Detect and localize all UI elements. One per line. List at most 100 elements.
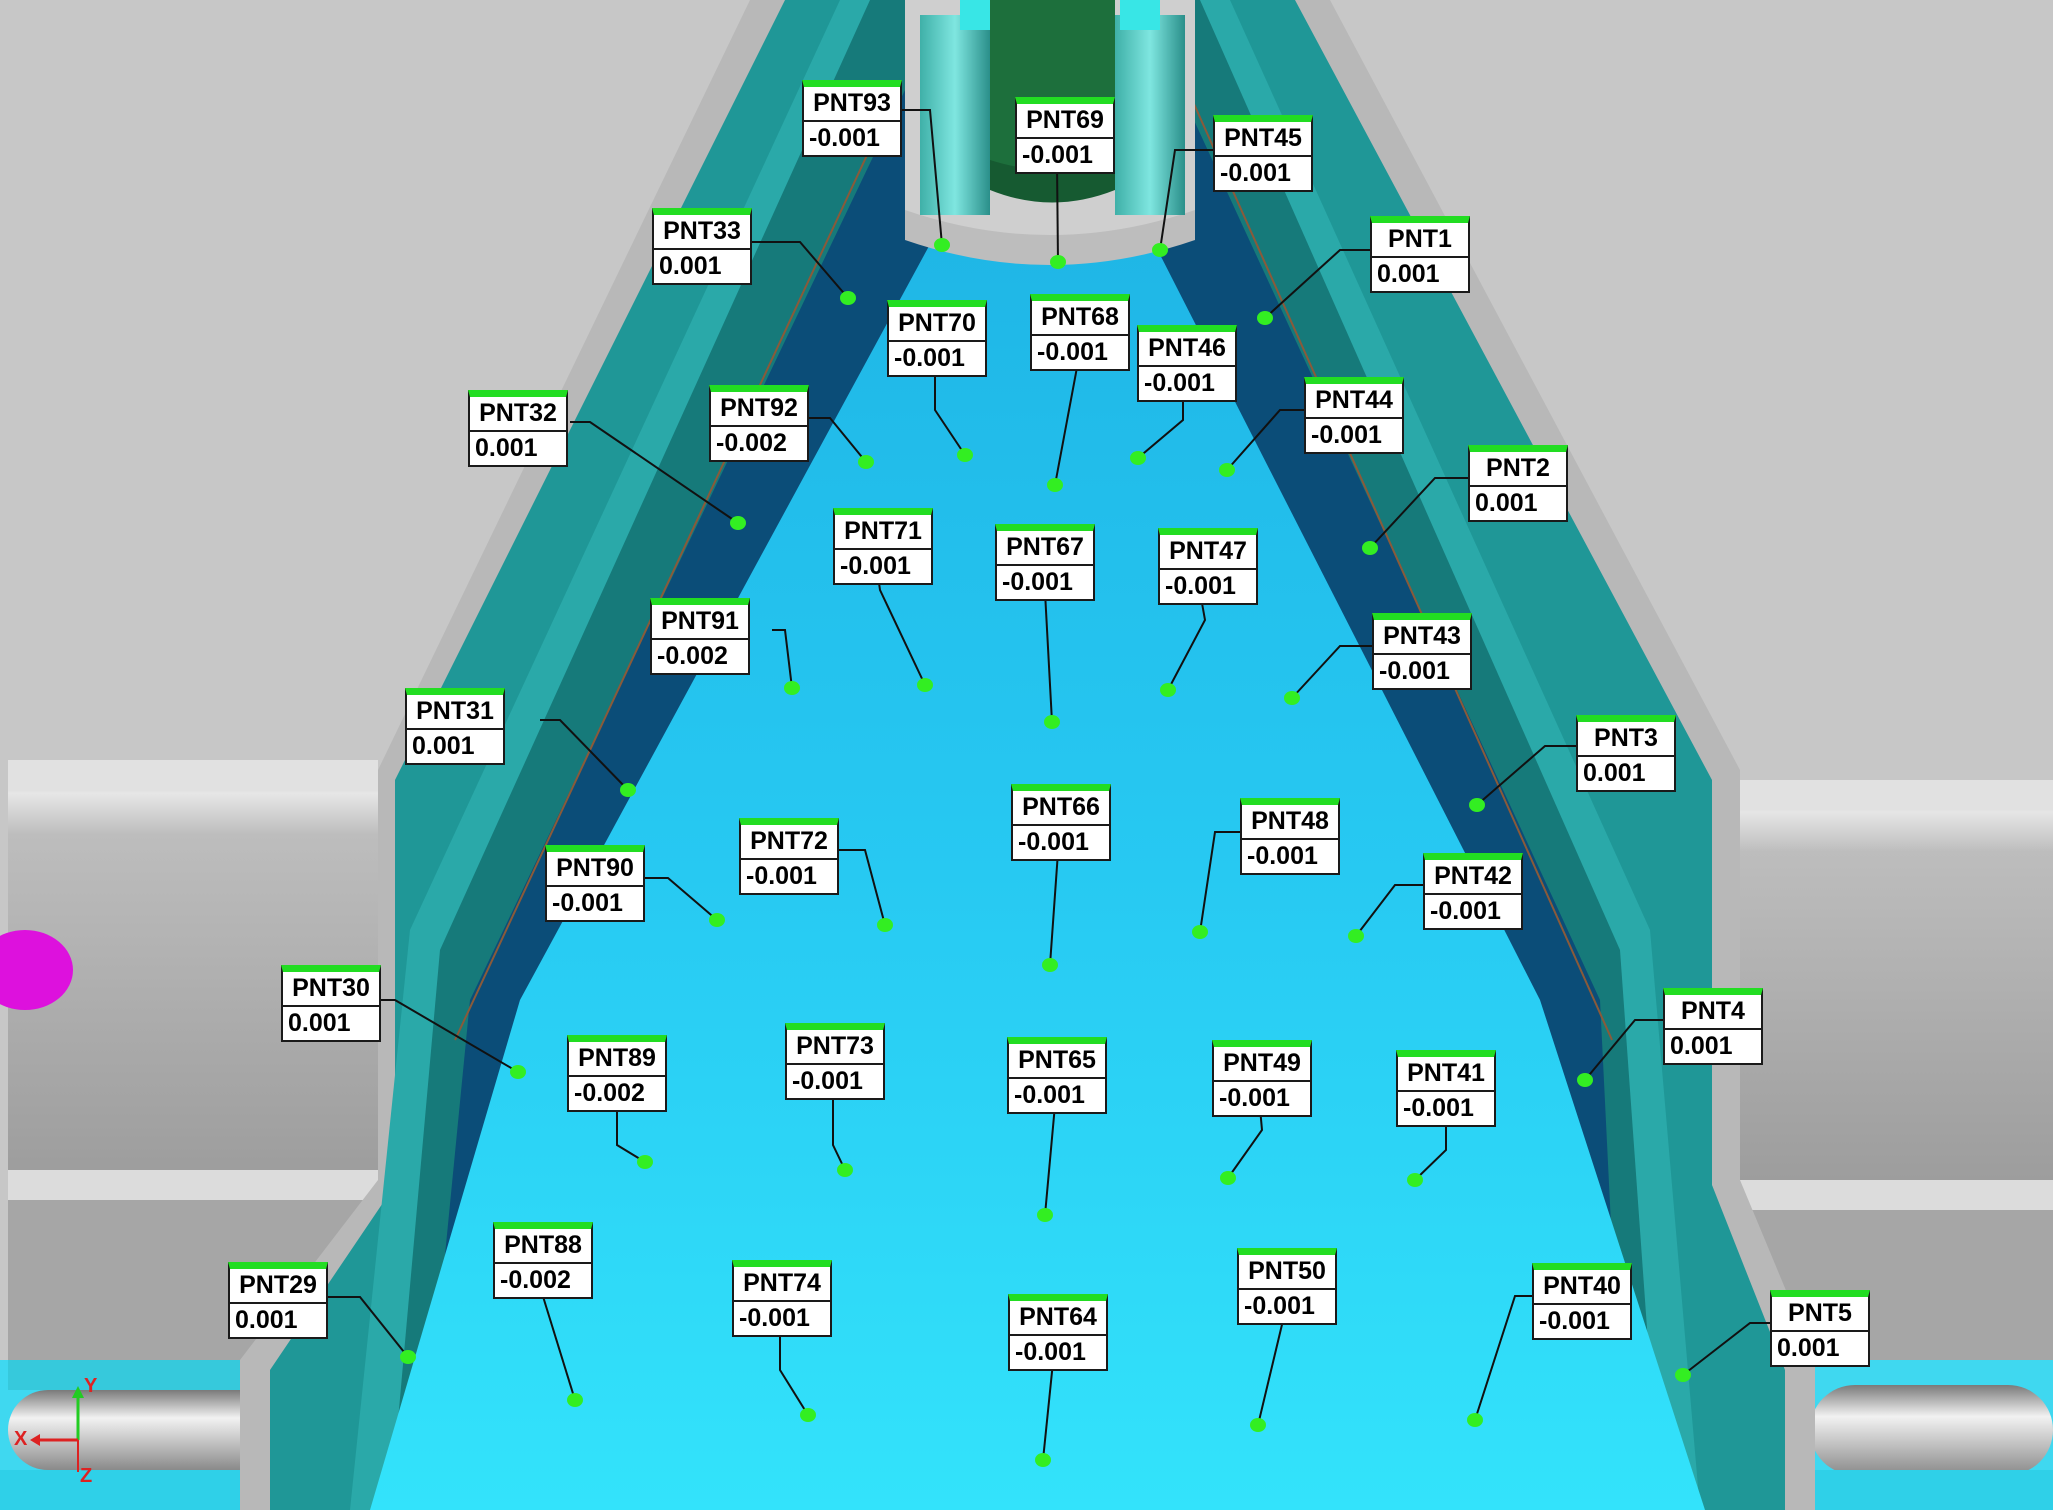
point-callout[interactable]: PNT69-0.001	[1015, 97, 1115, 174]
measurement-point-marker[interactable]	[1130, 451, 1146, 465]
point-callout[interactable]: PNT93-0.001	[802, 80, 902, 157]
measurement-point-marker[interactable]	[840, 291, 856, 305]
measurement-point-marker[interactable]	[1050, 255, 1066, 269]
point-callout[interactable]: PNT73-0.001	[785, 1023, 885, 1100]
point-callout[interactable]: PNT64-0.001	[1008, 1294, 1108, 1371]
leader-line	[1682, 1322, 1770, 1376]
leader-line	[645, 877, 718, 921]
point-name: PNT65	[1009, 1044, 1105, 1079]
point-callout[interactable]: PNT66-0.001	[1011, 784, 1111, 861]
point-callout[interactable]: PNT71-0.001	[833, 508, 933, 585]
point-deviation: 0.001	[1377, 260, 1440, 288]
point-name: PNT91	[652, 605, 748, 640]
point-callout[interactable]: PNT47-0.001	[1158, 528, 1258, 605]
measurement-point-marker[interactable]	[620, 783, 636, 797]
measurement-point-marker[interactable]	[400, 1350, 416, 1364]
measurement-point-marker[interactable]	[1407, 1173, 1423, 1187]
measurement-point-marker[interactable]	[637, 1155, 653, 1169]
measurement-point-marker[interactable]	[709, 913, 725, 927]
measurement-point-marker[interactable]	[1220, 1171, 1236, 1185]
point-deviation: 0.001	[659, 252, 722, 280]
leader-line	[540, 1289, 576, 1401]
measurement-markers	[400, 238, 1691, 1467]
point-name: PNT43	[1374, 620, 1470, 655]
point-name: PNT70	[889, 307, 985, 342]
point-callout[interactable]: PNT89-0.002	[567, 1035, 667, 1112]
measurement-point-marker[interactable]	[1467, 1413, 1483, 1427]
point-callout[interactable]: PNT70-0.001	[887, 300, 987, 377]
point-callout[interactable]: PNT90-0.001	[545, 845, 645, 922]
measurement-point-marker[interactable]	[858, 455, 874, 469]
axis-triad-icon: Y X Z	[14, 1375, 98, 1487]
measurement-point-marker[interactable]	[1037, 1208, 1053, 1222]
measurement-point-marker[interactable]	[1047, 478, 1063, 492]
measurement-point-marker[interactable]	[1362, 541, 1378, 555]
measurement-point-marker[interactable]	[1284, 691, 1300, 705]
leader-line	[772, 629, 793, 689]
measurement-point-marker[interactable]	[1348, 929, 1364, 943]
measurement-point-marker[interactable]	[730, 516, 746, 530]
measurement-point-marker[interactable]	[1577, 1073, 1593, 1087]
measurement-point-marker[interactable]	[1257, 311, 1273, 325]
measurement-point-marker[interactable]	[917, 678, 933, 692]
point-name: PNT40	[1534, 1270, 1630, 1305]
point-callout[interactable]: PNT41-0.001	[1396, 1050, 1496, 1127]
leader-line	[809, 417, 867, 463]
point-callout[interactable]: PNT46-0.001	[1137, 325, 1237, 402]
point-name: PNT71	[835, 515, 931, 550]
leader-line	[832, 1090, 846, 1171]
point-callout[interactable]: PNT72-0.001	[739, 818, 839, 895]
leader-line	[1584, 1019, 1663, 1081]
point-callout[interactable]: PNT92-0.002	[709, 385, 809, 462]
measurement-point-marker[interactable]	[1675, 1368, 1691, 1382]
point-callout[interactable]: PNT67-0.001	[995, 524, 1095, 601]
point-deviation: -0.001	[739, 1304, 810, 1332]
point-deviation: 0.001	[235, 1306, 298, 1334]
point-callout[interactable]: PNT40-0.001	[1532, 1263, 1632, 1340]
measurement-point-marker[interactable]	[934, 238, 950, 252]
point-deviation: -0.001	[894, 344, 965, 372]
measurement-point-marker[interactable]	[1042, 958, 1058, 972]
measurement-point-marker[interactable]	[510, 1065, 526, 1079]
point-name: PNT49	[1214, 1047, 1310, 1082]
measurement-point-marker[interactable]	[1469, 798, 1485, 812]
measurement-point-marker[interactable]	[1160, 683, 1176, 697]
point-callout[interactable]: PNT44-0.001	[1304, 377, 1404, 454]
point-callout[interactable]: PNT65-0.001	[1007, 1037, 1107, 1114]
point-callout[interactable]: PNT50-0.001	[1237, 1248, 1337, 1325]
point-callout[interactable]: PNT88-0.002	[493, 1222, 593, 1299]
measurement-point-marker[interactable]	[1044, 715, 1060, 729]
measurement-point-marker[interactable]	[1152, 243, 1168, 257]
measurement-point-marker[interactable]	[784, 681, 800, 695]
measurement-point-marker[interactable]	[1035, 1453, 1051, 1467]
measurement-point-marker[interactable]	[957, 448, 973, 462]
point-deviation: -0.001	[792, 1067, 863, 1095]
point-callout[interactable]: PNT48-0.001	[1240, 798, 1340, 875]
measurement-point-marker[interactable]	[1250, 1418, 1266, 1432]
point-callout[interactable]: PNT68-0.001	[1030, 294, 1130, 371]
point-callout[interactable]: PNT91-0.002	[650, 598, 750, 675]
point-callout[interactable]: PNT74-0.001	[732, 1260, 832, 1337]
point-callout[interactable]: PNT45-0.001	[1213, 115, 1313, 192]
measurement-point-marker[interactable]	[837, 1163, 853, 1177]
point-callout[interactable]: PNT43-0.001	[1372, 613, 1472, 690]
measurement-point-marker[interactable]	[877, 918, 893, 932]
measurement-point-marker[interactable]	[800, 1408, 816, 1422]
point-callout[interactable]: PNT42-0.001	[1423, 853, 1523, 930]
point-callout[interactable]: PNT49-0.001	[1212, 1040, 1312, 1117]
point-name: PNT41	[1398, 1057, 1494, 1092]
measurement-point-marker[interactable]	[1219, 463, 1235, 477]
measurement-point-marker[interactable]	[567, 1393, 583, 1407]
measurement-point-marker[interactable]	[1192, 925, 1208, 939]
